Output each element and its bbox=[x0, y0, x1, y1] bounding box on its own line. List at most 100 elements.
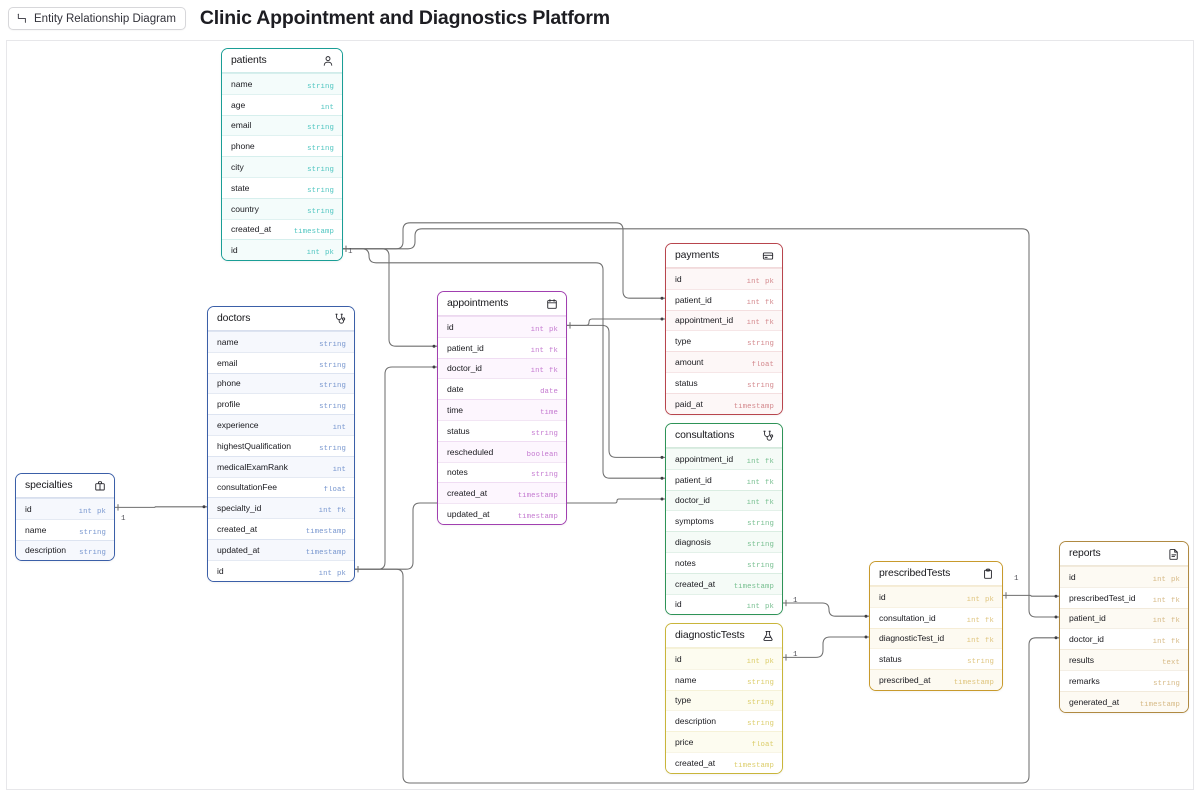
entity-header-reports[interactable]: reports bbox=[1060, 542, 1188, 566]
attribute-type: int bbox=[746, 478, 761, 487]
entity-header-appointments[interactable]: appointments bbox=[438, 292, 566, 316]
attribute-type: time bbox=[540, 409, 558, 418]
entity-header-patients[interactable]: patients bbox=[222, 49, 342, 73]
attribute-name: patient_id bbox=[675, 474, 712, 485]
entity-header-consultations[interactable]: consultations bbox=[666, 424, 782, 448]
entity-header-diagnosticTests[interactable]: diagnosticTests bbox=[666, 624, 782, 648]
relationship-endpoint-dot bbox=[660, 296, 664, 300]
attribute-type: string bbox=[531, 429, 558, 438]
attribute-name: remarks bbox=[1069, 675, 1100, 686]
entity-header-prescribedTests[interactable]: prescribedTests bbox=[870, 562, 1002, 586]
entity-header-payments[interactable]: payments bbox=[666, 244, 782, 268]
attribute-type: int bbox=[318, 569, 333, 578]
entity-header-specialties[interactable]: specialties bbox=[16, 474, 114, 498]
attribute-type: int bbox=[320, 103, 334, 112]
attribute-type: boolean bbox=[526, 450, 558, 459]
attribute-type-group: string bbox=[747, 512, 774, 530]
attribute-type-group: text bbox=[1162, 651, 1180, 669]
attribute-type-group: string bbox=[79, 521, 106, 539]
diagram-type-badge[interactable]: Entity Relationship Diagram bbox=[8, 7, 186, 30]
entity-header-doctors[interactable]: doctors bbox=[208, 307, 354, 331]
attribute-type: string bbox=[79, 528, 106, 537]
